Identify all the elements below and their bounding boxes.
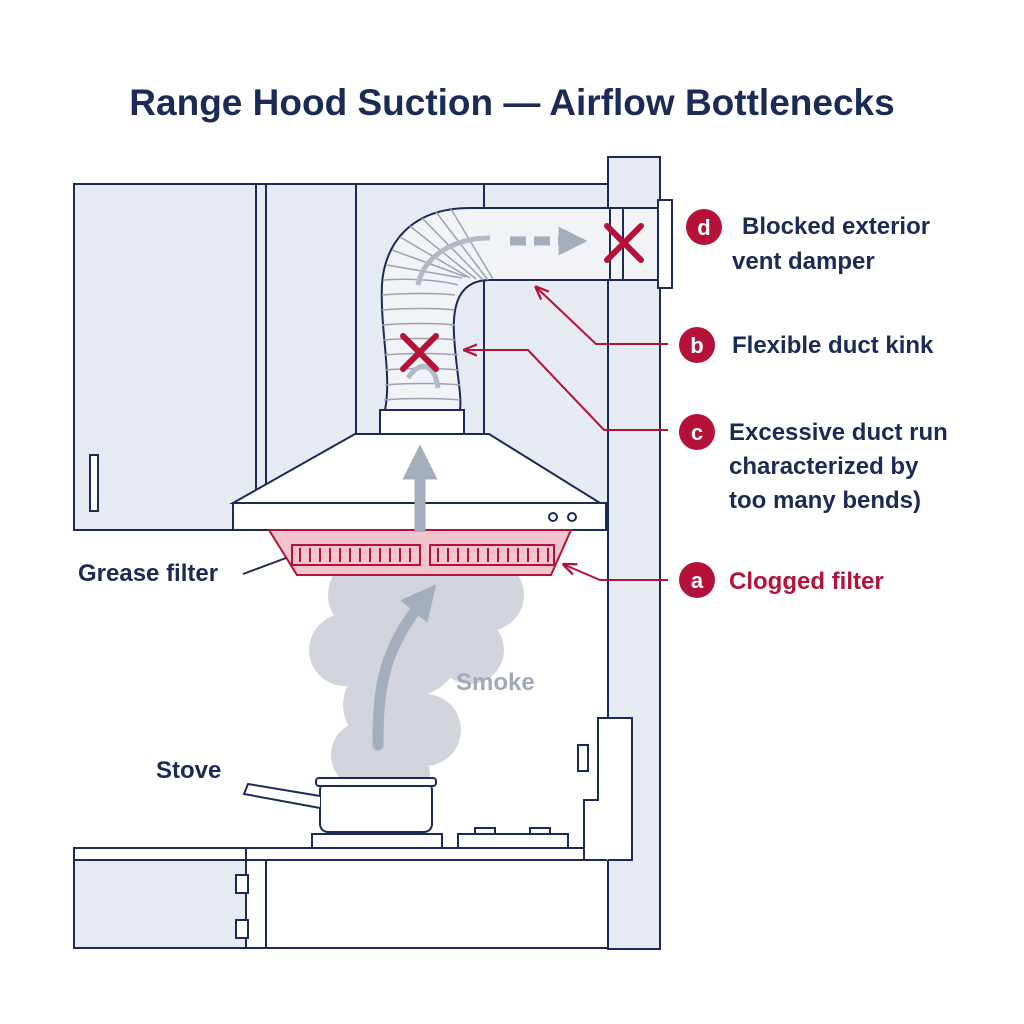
stove-backguard	[583, 717, 633, 861]
callout-a-line-1: Clogged filter	[729, 568, 884, 595]
flexible-duct	[380, 207, 611, 411]
callout-b-line-1: Flexible duct kink	[732, 332, 934, 359]
page-title: Range Hood Suction — Airflow Bottlenecks	[129, 82, 894, 123]
smoke-label: Smoke	[456, 669, 535, 696]
callout-b: b Flexible duct kink	[679, 327, 934, 363]
callout-d-line-1: Blocked exterior	[742, 213, 930, 240]
callout-a-letter: a	[691, 568, 704, 593]
callout-a: a Clogged filter	[679, 562, 884, 598]
cabinet-handle	[89, 454, 99, 512]
exterior-vent-cap	[609, 199, 673, 289]
airflow-arrow-smoke	[372, 584, 437, 751]
grease-filter-label: Grease filter	[78, 560, 218, 587]
callout-c: c Excessive duct run characterized by to…	[679, 414, 948, 514]
oven-knob	[235, 919, 249, 939]
blockage-x-vent	[604, 223, 644, 263]
callout-b-letter: b	[690, 333, 703, 358]
leader-b	[537, 288, 668, 345]
stove	[73, 717, 633, 949]
oven-knob	[235, 874, 249, 894]
grease-filter-leader	[242, 557, 287, 575]
blockage-x-kink	[400, 333, 439, 372]
callout-c-letter: c	[691, 420, 703, 445]
burner-grate	[457, 833, 569, 849]
callout-c-line-3: too many bends)	[729, 487, 921, 514]
callout-d-line-2: vent damper	[732, 248, 875, 275]
hood-control-knob	[548, 512, 558, 522]
hood-control-knob	[567, 512, 577, 522]
callout-leaders	[466, 288, 668, 581]
duct-kink-arrow	[405, 364, 441, 389]
leader-a	[565, 565, 668, 581]
callout-c-line-1: Excessive duct run	[729, 419, 948, 446]
pot	[242, 777, 437, 833]
leader-c	[466, 350, 668, 431]
callout-d-letter: d	[697, 215, 710, 240]
burner-grate	[311, 833, 443, 849]
stove-label: Stove	[156, 757, 221, 784]
grease-filter	[267, 529, 573, 576]
callout-c-line-2: characterized by	[729, 453, 919, 480]
callout-d: d Blocked exterior vent damper	[686, 209, 930, 275]
